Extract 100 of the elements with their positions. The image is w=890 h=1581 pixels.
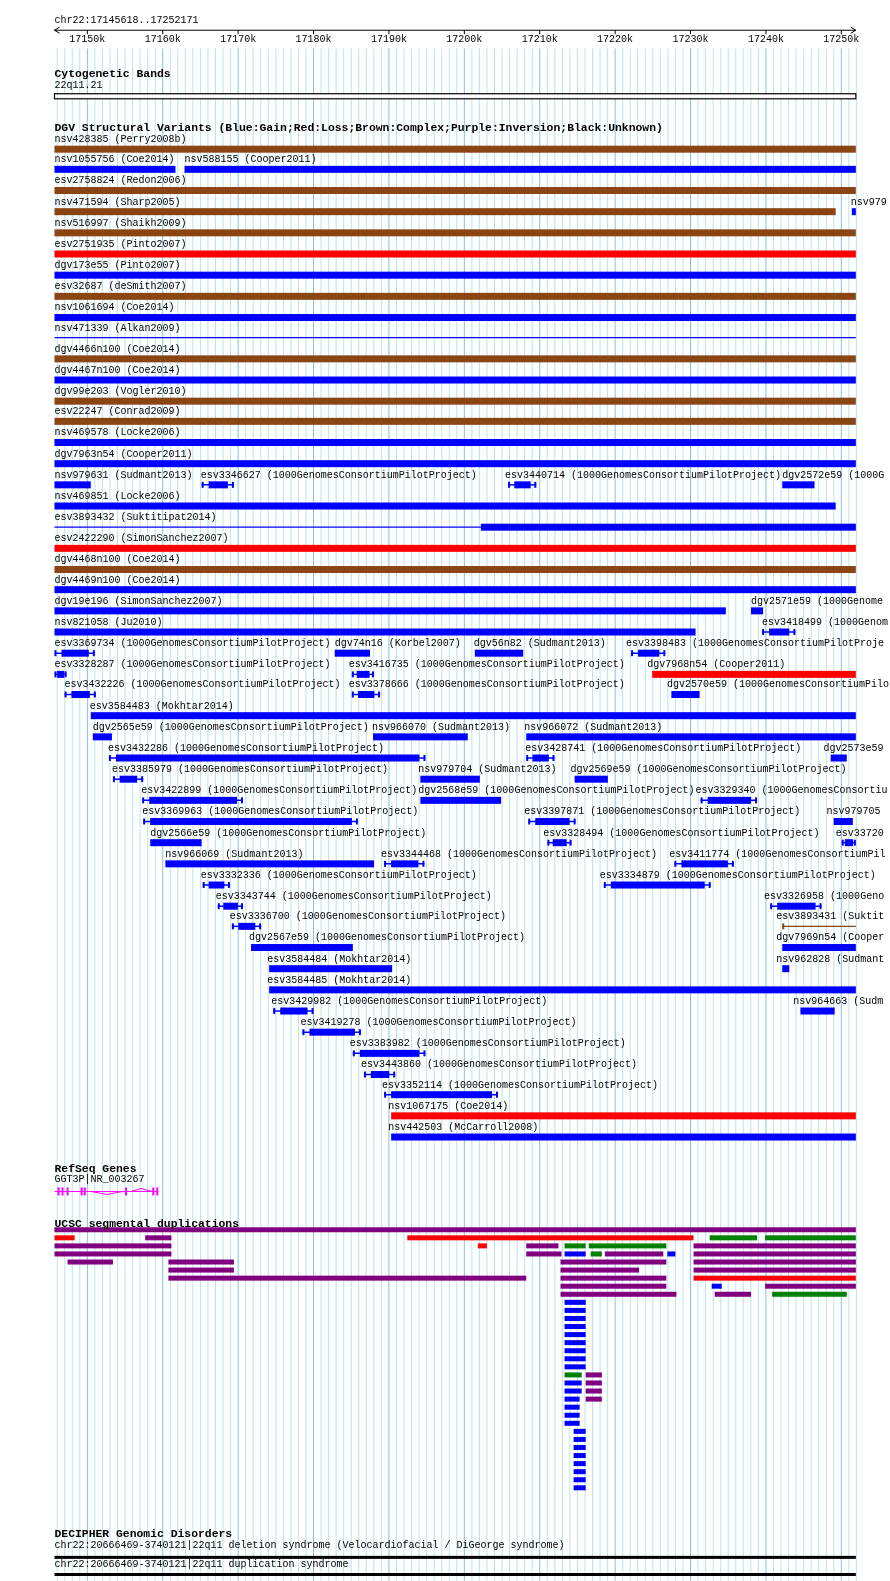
tick-label: 17220k [597,34,634,47]
variant-label: nsv966072 (Sudmant2013) [524,721,663,734]
variant-label: dgv7969n54 (Cooper [776,932,885,945]
variant-label: esv2422290 (SimonSanchez2007) [54,533,229,546]
variant-label: esv3369963 (1000GenomesConsortiumPilotProject) [142,806,419,819]
tick-label: 17160k [144,34,181,47]
variant-label: nsv979631 (Sudmant2013) [54,469,193,482]
variant-label: nsv442503 (McCarroll2008) [388,1121,539,1134]
variant-label: esv3398483 (1000GenomesConsortiumPilotProje [626,638,885,651]
variant-label: esv3344468 (1000GenomesConsortiumPilotProject) [381,848,658,861]
variant-label: dgv2566e59 (1000GenomesConsortiumPilotProject) [150,827,427,840]
variant-label: nsv471339 (Alkan2009) [54,322,181,335]
variant-label: esv3584484 (Mokhtar2014) [267,953,412,966]
variant-label: nsv1055756 (Coe2014) [54,154,175,167]
variant-label: dgv4467n100 (Coe2014) [54,364,181,377]
variant-label: esv22247 (Conrad2009) [54,406,181,419]
variant-label: dgv56n82 (Sudmant2013) [473,638,606,651]
variant-label: dgv2569e59 (1000GenomesConsortiumPilotProject) [570,764,847,777]
variant-label: dgv7968n54 (Cooper2011) [647,659,786,672]
variant-label: esv3329340 (1000GenomesConsortiu [695,785,888,798]
tick-label: 17240k [747,34,784,47]
variant-label: dgv99e203 (Vogler2010) [54,386,187,399]
gene-label: GGT3P|NR_003267 [54,1174,145,1187]
variant-label: dgv19e196 (SimonSanchez2007) [54,595,223,608]
variant-label: dgv2573e59 [823,742,884,755]
variant-label: esv3328287 (1000GenomesConsortiumPilotProject) [54,659,331,672]
variant-label: esv3422899 (1000GenomesConsortiumPilotProject) [141,785,418,798]
variant-label: nsv469851 (Locke2006) [54,490,181,503]
tick-label: 17150k [69,34,106,47]
variant-label: esv3418499 (1000Genom [762,616,889,629]
variant-label: nsv469578 (Locke2006) [54,427,181,440]
variant-label: nsv1061694 (Coe2014) [54,302,175,315]
variant-label: esv33720 [835,827,884,840]
variant-label: esv3411774 (1000GenomesConsortiumPil [669,848,886,861]
disorder-label: chr22:20666469-3740121|22q11 duplication syndrome [54,1559,349,1572]
variant-label: esv3326958 (1000Geno [764,891,885,904]
tick-label: 17210k [521,34,558,47]
tick-label: 17230k [672,34,709,47]
variant-label: nsv821058 (Ju2010) [54,616,163,629]
variant-label: esv3343744 (1000GenomesConsortiumPilotProject) [215,891,492,904]
tick-label: 17190k [370,34,407,47]
variant-label: nsv979705 [826,806,881,819]
variant-label: dgv2568e59 (1000GenomesConsortiumPilotProject) [418,785,695,798]
variant-label: esv3352114 (1000GenomesConsortiumPilotProject) [382,1079,659,1092]
variant-label: esv3336700 (1000GenomesConsortiumPilotProject) [229,911,506,924]
variant-label: esv2758824 (Redon2006) [54,175,187,188]
variant-label: esv2751935 (Pinto2007) [54,238,187,251]
variant-label: nsv588155 (Cooper2011) [184,154,317,167]
variant-label: dgv4468n100 (Coe2014) [54,554,181,567]
variant-label: esv3369734 (1000GenomesConsortiumPilotProject) [54,638,331,651]
variant-label: nsv979 [850,196,887,209]
variant-label: dgv7963n54 (Cooper2011) [54,448,193,461]
band-label: 22q11.21 [54,79,103,92]
variant-label: esv3346627 (1000GenomesConsortiumPilotProject) [200,469,477,482]
track-title: DGV Structural Variants (Blue:Gain;Red:Loss;Brown:Complex;Purple:Inversion;Black:Unknown) [54,122,663,134]
variant-label: nsv428385 (Perry2008b) [54,134,187,147]
variant-label: esv3385979 (1000GenomesConsortiumPilotProject) [111,764,388,777]
tick-label: 17250k [823,34,860,47]
variant-label: dgv2570e59 (1000GenomesConsortiumPilo [666,679,889,692]
variant-label: nsv966069 (Sudmant2013) [165,848,304,861]
variant-label: dgv2567e59 (1000GenomesConsortiumPilotProject) [249,932,526,945]
variant-label: nsv516997 (Shaikh2009) [54,217,187,230]
coordinate-label: chr22:17145618..17252171 [54,15,199,28]
variant-label: esv3584485 (Mokhtar2014) [267,974,412,987]
variant-label: nsv962828 (Sudmant [776,953,885,966]
variant-label: nsv964663 (Sudm [793,995,884,1008]
variant-label: esv3893432 (Suktitipat2014) [54,512,217,525]
variant-label: esv3893431 (Suktit [776,911,885,924]
variant-label: esv3334879 (1000GenomesConsortiumPilotProject) [599,869,876,882]
variant-label: dgv2572e59 (1000G [782,469,885,482]
variant-label: esv32687 (deSmith2007) [54,281,187,294]
variant-label: esv3440714 (1000GenomesConsortiumPilotProject) [505,469,782,482]
variant-label: dgv74n16 (Korbel2007) [334,638,461,651]
variant-label: dgv4466n100 (Coe2014) [54,343,181,356]
track-title: UCSC segmental duplications [54,1217,240,1230]
variant-label: dgv2565e59 (1000GenomesConsortiumPilotProject) [92,721,369,734]
variant-label: esv3428741 (1000GenomesConsortiumPilotProject) [525,742,802,755]
variant-label: esv3429982 (1000GenomesConsortiumPilotProject) [271,995,548,1008]
variant-label: esv3378666 (1000GenomesConsortiumPilotProject) [348,679,625,692]
variant-label: esv3584483 (Mokhtar2014) [89,700,234,713]
variant-label: nsv1067175 (Coe2014) [388,1100,509,1113]
tick-label: 17200k [446,34,483,47]
variant-label: esv3332336 (1000GenomesConsortiumPilotProject) [200,869,477,882]
variant-label: esv3383982 (1000GenomesConsortiumPilotProject) [349,1038,626,1051]
variant-label: dgv2571e59 (1000Genome [751,595,884,608]
track-title: Cytogenetic Bands [54,67,171,80]
track-title: DECIPHER Genomic Disorders [54,1528,233,1541]
variant-label: nsv966070 (Sudmant2013) [372,721,511,734]
variant-label: esv3416735 (1000GenomesConsortiumPilotProject) [348,659,625,672]
tick-label: 17170k [220,34,257,47]
tick-label: 17180k [295,34,332,47]
disorder-label: chr22:20666469-3740121|22q11 deletion syndrome (Velocardiofacial / DiGeorge syndrome) [54,1540,565,1553]
variant-label: esv3443860 (1000GenomesConsortiumPilotProject) [360,1059,637,1072]
variant-label: dgv4469n100 (Coe2014) [54,574,181,587]
variant-label: nsv471594 (Sharp2005) [54,196,181,209]
variant-label: esv3397871 (1000GenomesConsortiumPilotProject) [524,806,801,819]
variant-label: dgv173e55 (Pinto2007) [54,260,181,273]
variant-label: esv3432286 (1000GenomesConsortiumPilotProject) [107,742,384,755]
variant-label: nsv979704 (Sudmant2013) [418,764,557,777]
variant-label: esv3328494 (1000GenomesConsortiumPilotProject) [543,827,820,840]
